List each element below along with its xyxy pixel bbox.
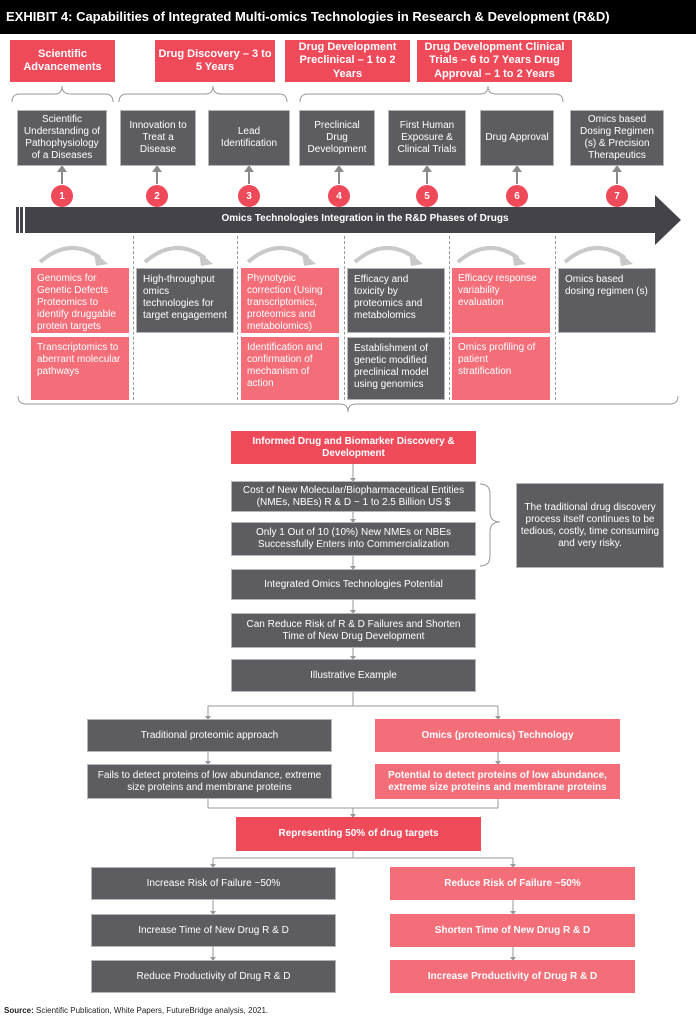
drug-targets-box: Representing 50% of drug targets [236, 817, 481, 851]
phase-scientific-advancements: Scientific Advancements [10, 40, 115, 82]
omics-proteomics-box: Omics (proteomics) Technology [375, 719, 620, 752]
traditional-proteomic-box: Traditional proteomic approach [87, 719, 332, 752]
phase-clinical-approval: Drug Development Clinical Trials – 6 to … [417, 40, 572, 82]
timeline-arrow-label: Omics Technologies Integration in the R&… [221, 213, 509, 224]
capability-patient-stratification: Omics profiling of patient stratificatio… [452, 337, 550, 400]
capability-efficacy-toxicity: Efficacy and toxicity by proteomics and … [347, 268, 445, 333]
step-box-4: Preclinical Drug Development [299, 110, 375, 166]
potential-to-detect-box: Potential to detect proteins of low abun… [375, 764, 620, 799]
step-number-2: 2 [146, 185, 168, 207]
step-number-5: 5 [416, 185, 438, 207]
success-rate-box: Only 1 Out of 10 (10%) New NMEs or NBEs … [231, 522, 476, 556]
column-separator [133, 236, 134, 400]
source-label: Source: [4, 1006, 34, 1015]
fails-to-detect-box: Fails to detect proteins of low abundanc… [87, 764, 332, 799]
step-box-3: Lead Identification [208, 110, 290, 166]
increase-productivity-box: Increase Productivity of Drug R & D [390, 960, 635, 993]
step-number-4: 4 [328, 185, 350, 207]
increase-time-box: Increase Time of New Drug R & D [91, 914, 336, 947]
column-separator [344, 236, 345, 400]
capability-genomics: Genomics for Genetic Defects Proteomics … [31, 268, 129, 333]
capability-mechanism-of-action: Identification and confirmation of mecha… [241, 337, 339, 400]
capability-transcriptomics: Transcriptomics to aberrant molecular pa… [31, 337, 129, 400]
capability-high-throughput: High-throughput omics technologies for t… [136, 268, 234, 333]
step-number-6: 6 [506, 185, 528, 207]
capability-phenotypic-correction: Phynotypic correction (Using transcripto… [241, 268, 339, 333]
step-box-5: First Human Exposure & Clinical Trials [388, 110, 466, 166]
integrated-omics-box: Integrated Omics Technologies Potential [231, 569, 476, 600]
reduce-risk-box: Can Reduce Risk of R & D Failures and Sh… [231, 613, 476, 648]
step-number-7: 7 [606, 185, 628, 207]
capability-preclinical-model: Establishment of genetic modified precli… [347, 337, 445, 400]
step-number-3: 3 [238, 185, 260, 207]
column-separator [555, 236, 556, 400]
reduce-productivity-box: Reduce Productivity of Drug R & D [91, 960, 336, 993]
capability-dosing-regimen: Omics based dosing regimen (s) [558, 268, 656, 333]
step-box-6: Drug Approval [480, 110, 554, 166]
phase-preclinical: Drug Development Preclinical – 1 to 2 Ye… [285, 40, 410, 82]
cost-box: Cost of New Molecular/Biopharmaceutical … [231, 481, 476, 512]
shorten-time-box: Shorten Time of New Drug R & D [390, 914, 635, 947]
step-box-2: Innovation to Treat a Disease [120, 110, 196, 166]
source-note: Source: Scientific Publication, White Pa… [4, 1006, 268, 1015]
column-separator [449, 236, 450, 400]
reduce-risk-failure-box: Reduce Risk of Failure ~50% [390, 867, 635, 900]
exhibit-title: EXHIBIT 4: Capabilities of Integrated Mu… [0, 0, 696, 34]
step-number-1: 1 [51, 185, 73, 207]
illustrative-example-box: Illustrative Example [231, 659, 476, 692]
capability-response-variability: Efficacy response variability evaluation [452, 268, 550, 333]
phase-drug-discovery: Drug Discovery – 3 to 5 Years [155, 40, 275, 82]
traditional-process-note: The traditional drug discovery process i… [516, 483, 664, 568]
step-box-7: Omics based Dosing Regimen (s) & Precisi… [570, 110, 664, 166]
step-box-1: Scientific Understanding of Pathophysiol… [17, 110, 107, 166]
source-text: Scientific Publication, White Papers, Fu… [33, 1006, 269, 1015]
column-separator [237, 236, 238, 400]
informed-discovery-box: Informed Drug and Biomarker Discovery & … [231, 431, 476, 464]
increase-risk-box: Increase Risk of Failure ~50% [91, 867, 336, 900]
